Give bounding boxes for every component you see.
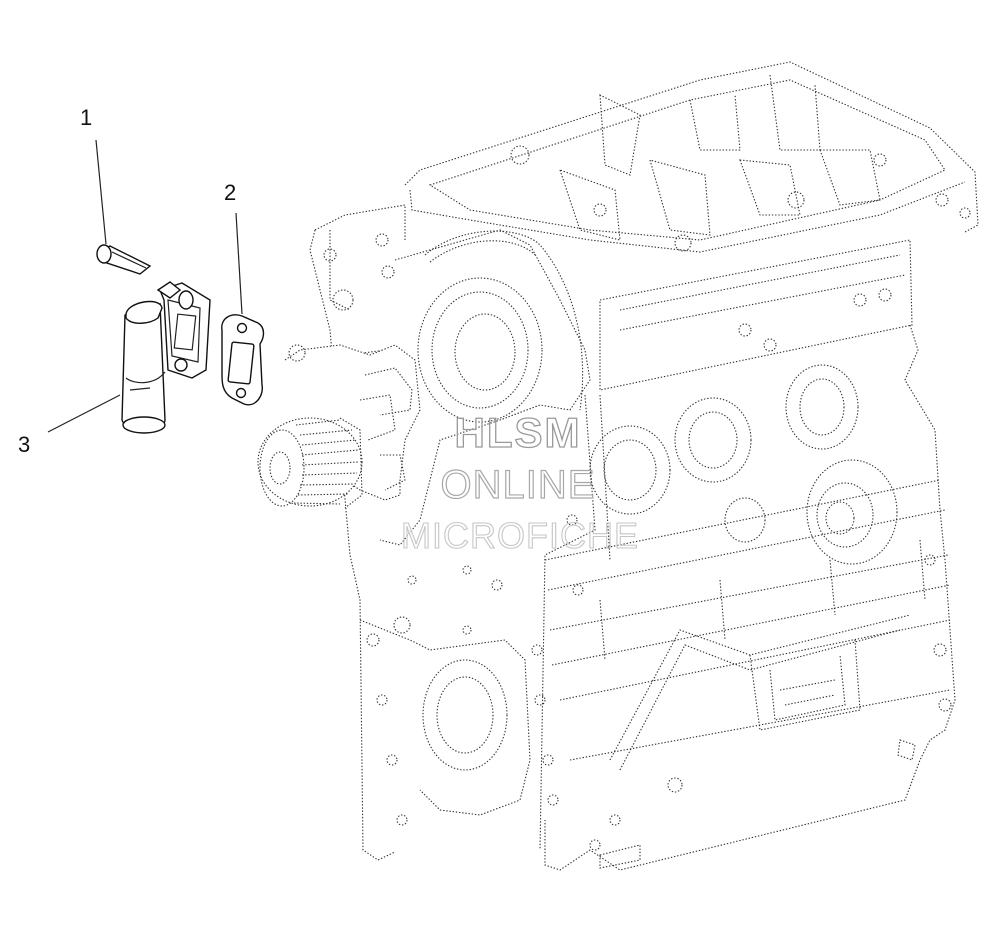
leader-line-1 — [95, 139, 107, 245]
watermark: HLSM ONLINE MICROFICHE — [400, 408, 639, 556]
callout-2: 2 — [224, 180, 236, 205]
callout-1: 1 — [80, 105, 92, 130]
watermark-line-1: HLSM — [455, 409, 582, 456]
part-2-gasket — [221, 314, 265, 406]
pump-pulley-gear — [257, 417, 363, 509]
leader-line-3 — [47, 394, 121, 433]
part-1-bolt — [96, 244, 152, 275]
callout-3: 3 — [18, 432, 30, 457]
part-3-water-outlet — [121, 281, 211, 434]
water-pump-housing — [284, 344, 421, 501]
leader-line-2 — [235, 212, 243, 315]
callout-leaders — [47, 139, 243, 433]
engine-block — [299, 61, 979, 871]
watermark-line-2: ONLINE — [441, 463, 596, 507]
watermark-line-3: MICROFICHE — [401, 515, 639, 556]
